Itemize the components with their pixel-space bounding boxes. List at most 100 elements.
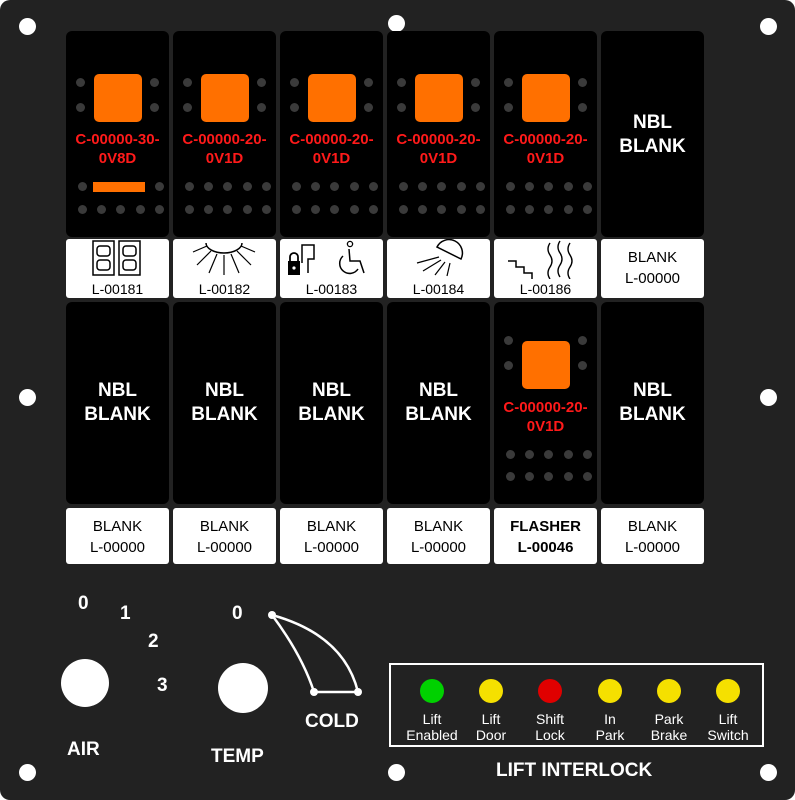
- terminal-dot: [544, 182, 553, 191]
- blank-plug-9: NBL BLANK: [280, 302, 383, 504]
- blank-label: NBL BLANK: [191, 380, 258, 425]
- terminal-dot: [457, 182, 466, 191]
- terminal-dot: [78, 182, 87, 191]
- terminal-dot: [364, 103, 373, 112]
- mounting-hole: [19, 18, 36, 35]
- legend-10: BLANK L-00000: [387, 508, 490, 564]
- dome-light-icon: [416, 239, 464, 277]
- temp-max-label: COLD: [305, 711, 359, 732]
- lock-wheelchair-icon: [288, 240, 365, 275]
- terminal-dot: [262, 182, 271, 191]
- switch-code: C-00000-20- 0V1D: [503, 131, 588, 167]
- terminal-dot: [397, 103, 406, 112]
- blank-label: NBL BLANK: [298, 380, 365, 425]
- rocker-switch-5[interactable]: C-00000-20- 0V1D: [494, 31, 597, 237]
- terminal-dot: [578, 336, 587, 345]
- mounting-hole: [19, 764, 36, 781]
- terminal-dot: [525, 450, 534, 459]
- led-park-brake: [657, 679, 681, 703]
- terminal-dot: [257, 78, 266, 87]
- legend-label: BLANK: [199, 518, 250, 535]
- terminal-dot: [223, 182, 232, 191]
- terminal-dot: [544, 472, 553, 481]
- blank-plug-7: NBL BLANK: [66, 302, 169, 504]
- switch-code: C-00000-20- 0V1D: [289, 131, 374, 167]
- led-lift-door: [479, 679, 503, 703]
- led-label: Lift Enabled: [406, 711, 458, 743]
- rocker-switch-flasher[interactable]: C-00000-20- 0V1D: [494, 302, 597, 504]
- rocker-switch-3[interactable]: C-00000-20- 0V1D: [280, 31, 383, 237]
- terminal-dot: [418, 182, 427, 191]
- legend-7: BLANK L-00000: [66, 508, 169, 564]
- switch-code: C-00000-20- 0V1D: [182, 131, 267, 167]
- terminal-dot: [457, 205, 466, 214]
- mounting-hole: [760, 389, 777, 406]
- terminal-dot: [525, 472, 534, 481]
- terminal-dot: [330, 182, 339, 191]
- blank-plug-12: NBL BLANK: [601, 302, 704, 504]
- terminal-dot: [583, 450, 592, 459]
- terminal-dot: [262, 205, 271, 214]
- led-label: In Park: [595, 711, 625, 743]
- terminal-dot: [506, 182, 515, 191]
- terminal-dot: [564, 182, 573, 191]
- terminal-dot: [155, 205, 164, 214]
- switch-code: C-00000-30- 0V8D: [75, 131, 160, 167]
- legend-label: FLASHER: [510, 518, 581, 535]
- terminal-dot: [476, 182, 485, 191]
- terminal-dot: [399, 205, 408, 214]
- terminal-dot: [583, 472, 592, 481]
- terminal-dot: [292, 205, 301, 214]
- terminal-dot: [504, 78, 513, 87]
- led-label: Shift Lock: [535, 711, 565, 743]
- terminal-dot: [437, 205, 446, 214]
- legend-4: L-00184: [387, 239, 490, 298]
- legend-code: L-00000: [624, 539, 681, 556]
- rocker-switch-2[interactable]: C-00000-20- 0V1D: [173, 31, 276, 237]
- legend-label: BLANK: [306, 518, 357, 535]
- led-lift-enabled: [420, 679, 444, 703]
- legend-code: L-00182: [198, 281, 251, 297]
- terminal-dot: [418, 205, 427, 214]
- blank-label: NBL BLANK: [619, 112, 686, 157]
- mounting-hole: [388, 764, 405, 781]
- terminal-dot: [369, 182, 378, 191]
- rocker-switch-4[interactable]: C-00000-20- 0V1D: [387, 31, 490, 237]
- mounting-hole: [19, 389, 36, 406]
- terminal-dot: [564, 205, 573, 214]
- terminal-dot: [578, 103, 587, 112]
- terminal-dot: [76, 103, 85, 112]
- terminal-dot: [185, 182, 194, 191]
- switch-lens: [308, 74, 356, 122]
- terminal-dot: [243, 205, 252, 214]
- terminal-dot: [504, 361, 513, 370]
- led-label: Lift Switch: [707, 711, 749, 743]
- terminal-dot: [578, 78, 587, 87]
- terminal-dot: [290, 78, 299, 87]
- terminal-dot: [78, 205, 87, 214]
- rocker-switch-1[interactable]: C-00000-30- 0V8D: [66, 31, 169, 237]
- led-label: Lift Door: [475, 711, 507, 743]
- legend-code: L-00181: [91, 281, 144, 297]
- temp-range-indicator: [268, 611, 362, 696]
- terminal-dot: [578, 361, 587, 370]
- terminal-dot: [183, 78, 192, 87]
- mounting-hole: [760, 764, 777, 781]
- legend-8: BLANK L-00000: [173, 508, 276, 564]
- terminal-dot: [350, 182, 359, 191]
- air-position-1: 1: [120, 603, 131, 624]
- air-knob[interactable]: [61, 659, 109, 707]
- led-label: Park Brake: [650, 711, 688, 743]
- air-position-2: 2: [148, 631, 159, 652]
- legend-code: L-00186: [519, 281, 572, 297]
- terminal-dot: [506, 205, 515, 214]
- terminal-dot: [544, 205, 553, 214]
- temp-knob[interactable]: [218, 663, 268, 713]
- legend-1: L-00181: [66, 239, 169, 298]
- switch-lens: [201, 74, 249, 122]
- temp-min-label: 0: [232, 603, 243, 624]
- terminal-dot: [525, 182, 534, 191]
- legend-label: BLANK: [627, 249, 678, 266]
- terminal-dot: [399, 182, 408, 191]
